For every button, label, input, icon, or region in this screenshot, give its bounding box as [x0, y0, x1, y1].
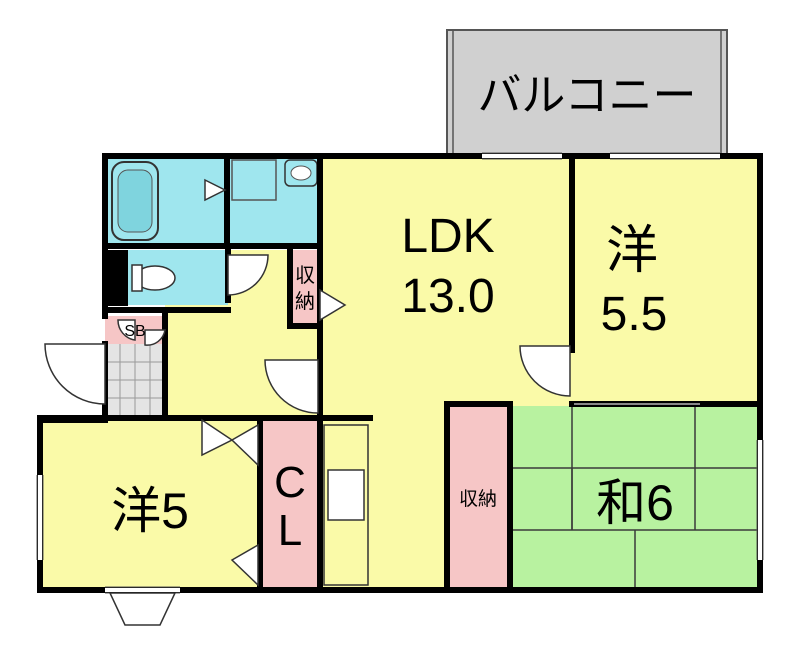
western-ne-name: 洋 — [606, 222, 658, 280]
closet-label-c: C — [274, 458, 306, 507]
toilet-wall-block — [104, 250, 128, 306]
storage-japanese-floor — [447, 406, 510, 590]
sb-door-a — [117, 319, 136, 341]
closet-door-b — [230, 543, 259, 587]
kitchen-sink — [327, 469, 365, 521]
storage-hall-door — [319, 288, 347, 322]
washing-machine — [231, 159, 277, 201]
sb-door-b — [144, 329, 166, 346]
kitchen-counter — [323, 424, 369, 586]
bathtub-inner — [117, 169, 153, 233]
closet-door-a — [230, 423, 259, 467]
storage-hall-floor — [290, 250, 320, 326]
bay-window — [108, 592, 177, 626]
ne-room-door — [519, 345, 571, 397]
toilet-door — [227, 254, 269, 296]
storage-japanese-label: 収納 — [459, 488, 497, 510]
western-room-sw-floor — [40, 420, 260, 590]
balcony-label: バルコニー — [477, 71, 696, 120]
west-room-door-a — [201, 418, 234, 457]
western-ne-size: 5.5 — [601, 288, 668, 341]
ldk-door — [264, 359, 319, 414]
balcony-area — [446, 29, 728, 155]
closet-label-l: L — [278, 506, 302, 555]
japanese-room-label: 和6 — [596, 475, 674, 531]
ldk-size: 13.0 — [401, 270, 494, 323]
entrance-tiles — [105, 344, 165, 416]
entrance-door — [44, 343, 106, 405]
door-swings — [44, 178, 571, 587]
washbasin-bowl — [290, 165, 312, 181]
tatami-lines — [510, 406, 760, 590]
toilet-tank — [131, 264, 143, 292]
walls — [37, 153, 763, 593]
bath-door — [204, 178, 227, 202]
storage-hall-bottom: 納 — [295, 290, 315, 313]
ldk-name: LDK — [401, 210, 494, 263]
windows — [38, 154, 762, 592]
closet-floor — [260, 420, 320, 590]
storage-hall-top: 収 — [295, 264, 315, 287]
western-room-ne-floor — [574, 156, 760, 406]
western-sw-label: 洋5 — [111, 483, 189, 539]
shoe-box-label: SB — [124, 323, 145, 340]
